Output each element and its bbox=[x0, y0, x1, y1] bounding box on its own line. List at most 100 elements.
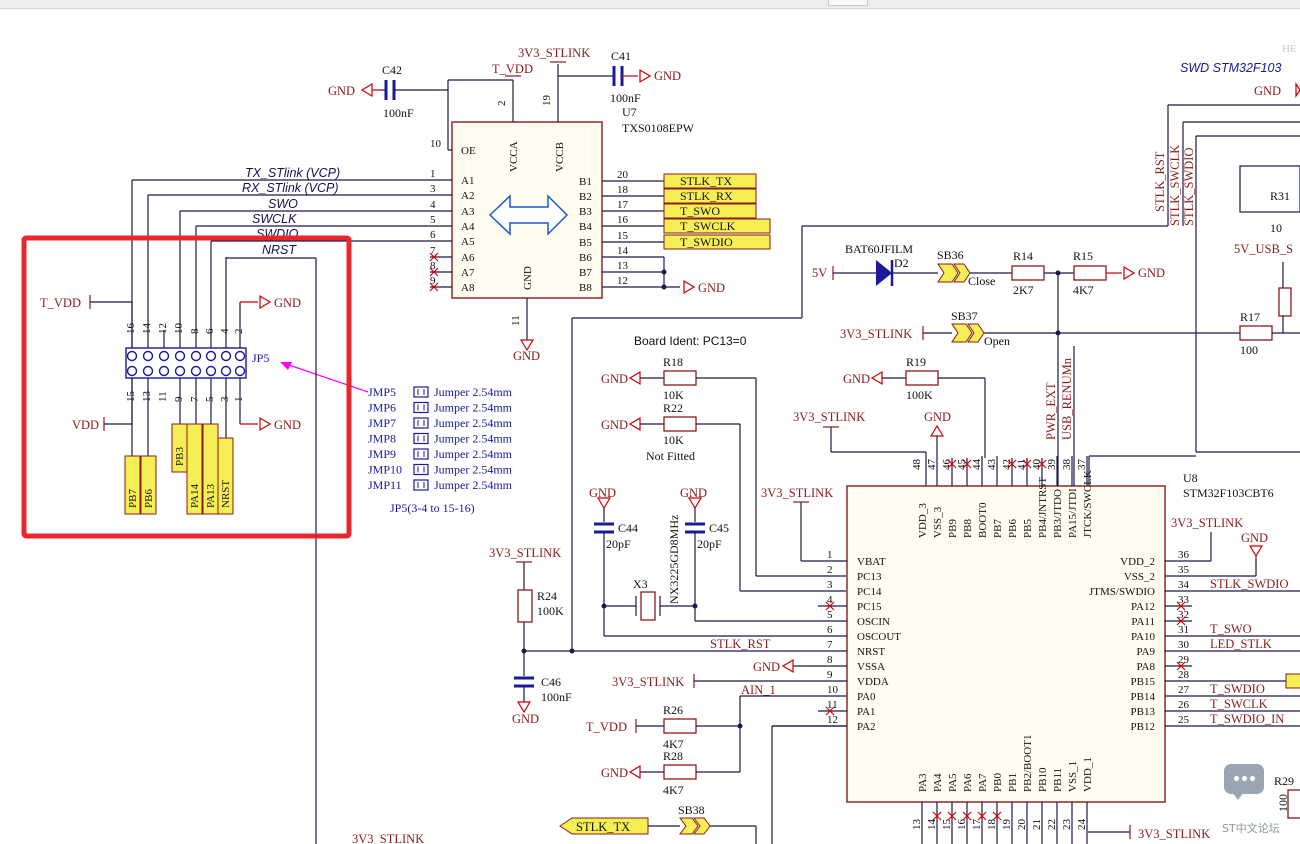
jp5-pin-hole bbox=[205, 350, 217, 362]
u8-pin-num: 25 bbox=[1178, 714, 1190, 726]
u7-pin-num: 18 bbox=[617, 184, 629, 196]
jumper-icon bbox=[413, 386, 429, 398]
net-stlk-swdio: STLK_SWDIO bbox=[1182, 148, 1196, 226]
u8-pin-pb8: PB8 bbox=[962, 519, 974, 538]
u7-pin-num: 6 bbox=[430, 229, 436, 241]
u8-body bbox=[846, 485, 1166, 803]
u7-pin11: 11 bbox=[510, 315, 522, 326]
c44-val: 20pF bbox=[606, 537, 631, 551]
u8-pin-num: 27 bbox=[1178, 684, 1190, 696]
u8-pin-num: 12 bbox=[827, 714, 838, 726]
u8-pin-oscout: OSCOUT bbox=[857, 631, 901, 643]
u8-pin-pb14: PB14 bbox=[1131, 691, 1156, 703]
u8-pin-jtck-swclk: JTCK/SWCLK bbox=[1082, 470, 1094, 538]
jp5-pin-hole bbox=[174, 350, 186, 362]
u8-pin-num: 33 bbox=[1178, 594, 1190, 606]
net-3v3-vbat: 3V3_STLINK bbox=[761, 486, 833, 500]
port-stlk-rx bbox=[663, 188, 757, 204]
u7-part: TXS0108EPW bbox=[622, 121, 695, 135]
u8-pin-num: 36 bbox=[1178, 549, 1190, 561]
net-t-vdd-jp5: T_VDD bbox=[40, 296, 81, 310]
u8-pin-pa5: PA5 bbox=[947, 773, 959, 792]
sb36-ref: SB36 bbox=[937, 248, 964, 262]
u8-pin-oscin: OSCIN bbox=[857, 616, 890, 628]
jp5-label-nrst bbox=[217, 437, 234, 515]
gnd-jp5-bot: GND bbox=[274, 418, 301, 432]
jp5-label-pb7 bbox=[124, 455, 141, 515]
u8-pin-vss_2: VSS_2 bbox=[1124, 571, 1155, 583]
jumper-desc: Jumper 2.54mm bbox=[434, 463, 513, 477]
u8-pin-num: 40 bbox=[1031, 459, 1043, 471]
gnd-c44: GND bbox=[589, 486, 616, 500]
port-t-swdio bbox=[663, 234, 771, 250]
net-3v3-vdd2: 3V3_STLINK bbox=[1171, 516, 1243, 530]
jp5-label-text: PB6 bbox=[143, 489, 155, 508]
u8-pin-num: 24 bbox=[1076, 819, 1088, 831]
jumper-icon bbox=[413, 448, 429, 460]
u7-pin-a8: A8 bbox=[461, 282, 475, 294]
u8-pin-pb5: PB5 bbox=[1022, 519, 1034, 538]
jp5-top-num: 4 bbox=[219, 328, 231, 334]
gnd-r18: GND bbox=[601, 372, 628, 386]
u8-pin-jtms-swdio: JTMS/SWDIO bbox=[1089, 586, 1155, 598]
u8-pin-num: 39 bbox=[1046, 459, 1058, 471]
jp5-label-pa14 bbox=[186, 423, 203, 515]
port-label: T_SWCLK bbox=[680, 219, 736, 233]
r18-ref: R18 bbox=[663, 355, 683, 369]
u8-right-net-label: T_SWDIO_IN bbox=[1210, 712, 1284, 726]
jp5-pin-hole bbox=[126, 365, 138, 377]
u8-pin-num: 1 bbox=[827, 549, 833, 561]
gnd-c42: GND bbox=[328, 84, 355, 98]
u8-pin-pb2-boot1: PB2/BOOT1 bbox=[1022, 735, 1034, 792]
u8-pin-pa12: PA12 bbox=[1131, 601, 1155, 613]
u7-pin-b3: B3 bbox=[579, 206, 592, 218]
jumper-desc: Jumper 2.54mm bbox=[434, 432, 513, 446]
jp5-pin-hole bbox=[142, 350, 154, 362]
u7-pin-a1: A1 bbox=[461, 175, 474, 187]
u8-pin-pa6: PA6 bbox=[962, 773, 974, 792]
watermark-text: ST中文论坛 bbox=[1222, 822, 1280, 835]
u8-pin-num: 23 bbox=[1061, 819, 1073, 831]
net-t-vdd-r26: T_VDD bbox=[586, 720, 627, 734]
u7-ref: U7 bbox=[622, 105, 637, 119]
jp5-pin-hole bbox=[158, 350, 170, 362]
swd-title: SWD STM32F103 bbox=[1180, 61, 1281, 75]
jumper-ref: JMP6 bbox=[368, 401, 396, 415]
jp5-bot-num: 1 bbox=[233, 397, 245, 403]
u8-pin-pb10: PB10 bbox=[1037, 767, 1049, 792]
scroll-tab[interactable] bbox=[828, 0, 868, 6]
port-t-swo bbox=[663, 203, 757, 219]
jp5-bot-num: 7 bbox=[189, 396, 201, 402]
u7-pin-b5: B5 bbox=[579, 237, 592, 249]
r29-val: 100 bbox=[1276, 794, 1290, 812]
jp5-bot-num: 13 bbox=[141, 391, 153, 403]
gnd-u7: GND bbox=[513, 349, 540, 363]
u8-pin-num: 32 bbox=[1178, 609, 1189, 621]
jumper-icon bbox=[413, 479, 429, 491]
u8-pin-num: 47 bbox=[926, 459, 938, 471]
u8-pin-num: 46 bbox=[941, 459, 953, 471]
u8-pin-num: 43 bbox=[986, 459, 998, 471]
u8-pin-num: 37 bbox=[1076, 459, 1088, 471]
d2-ref: D2 bbox=[894, 256, 909, 270]
net-3v3-sb37: 3V3_STLINK bbox=[840, 327, 912, 341]
jumper-ref: JMP11 bbox=[368, 478, 402, 492]
u7-pin-num: 14 bbox=[617, 245, 629, 257]
u7-pin-num: 1 bbox=[430, 168, 436, 180]
u8-right-nets: STLK_SWDIOT_SWOLED_STLKT_SWDIOT_SWCLKT_S… bbox=[1165, 577, 1300, 727]
u8-pin-num: 42 bbox=[1001, 459, 1013, 470]
r31-val: 10 bbox=[1270, 221, 1282, 235]
jp5-top-num: 10 bbox=[173, 323, 185, 335]
u7-pin2: 2 bbox=[496, 101, 508, 107]
u8-pin-pb13: PB13 bbox=[1131, 706, 1156, 718]
u8-pin-vbat: VBAT bbox=[857, 556, 886, 568]
u7-pin-num: 15 bbox=[617, 230, 629, 242]
vcp-signal-label: RX_STlink (VCP) bbox=[242, 181, 339, 195]
u7-pin-b2: B2 bbox=[579, 191, 592, 203]
u8-right-net-label: T_SWDIO bbox=[1210, 682, 1265, 696]
r28-ref: R28 bbox=[663, 749, 683, 763]
u8-pin-pa15-jtdi: PA15/JTDI bbox=[1067, 488, 1079, 538]
